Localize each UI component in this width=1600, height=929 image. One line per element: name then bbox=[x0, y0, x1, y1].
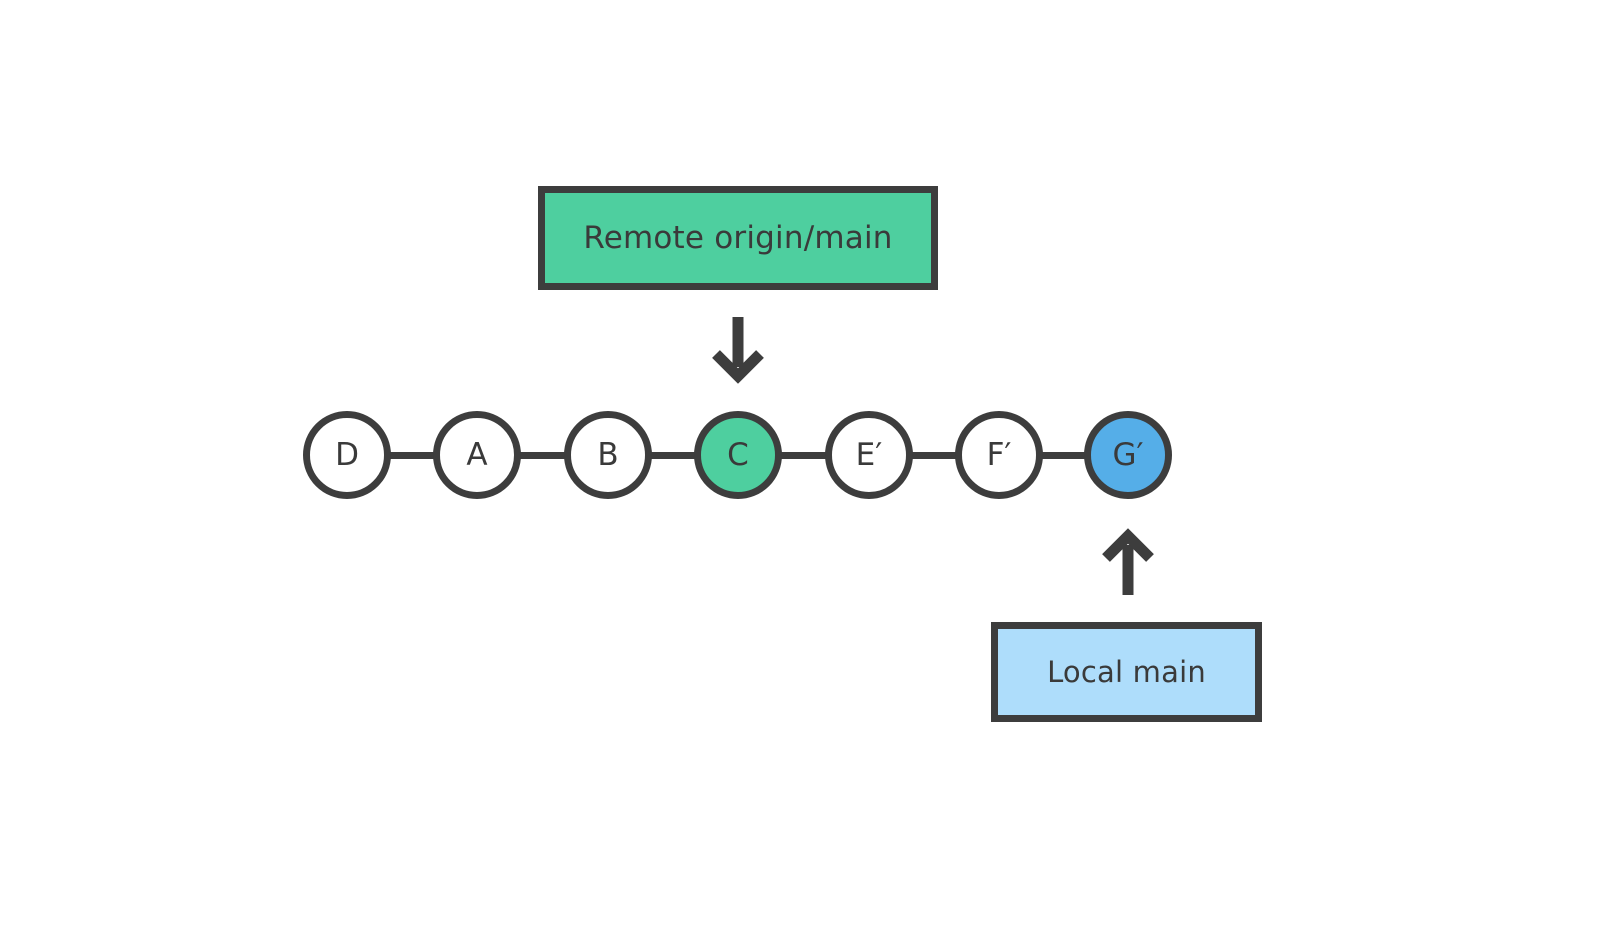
remote-origin-main-label-text: Remote origin/main bbox=[583, 220, 893, 256]
commit-node-a[interactable]: A bbox=[433, 411, 521, 499]
commit-node-f-prime[interactable]: F′ bbox=[955, 411, 1043, 499]
commit-node-a-label: A bbox=[466, 437, 488, 473]
commit-node-e-prime-label: E′ bbox=[855, 437, 883, 473]
remote-origin-main-label-box: Remote origin/main bbox=[538, 186, 938, 290]
edge-b-c bbox=[646, 452, 706, 459]
commit-node-d-label: D bbox=[335, 437, 359, 473]
edge-e-f bbox=[907, 452, 967, 459]
commit-node-e-prime[interactable]: E′ bbox=[825, 411, 913, 499]
commit-node-c-label: C bbox=[727, 437, 749, 473]
commit-node-f-prime-label: F′ bbox=[986, 437, 1012, 473]
commit-node-b-label: B bbox=[597, 437, 619, 473]
arrow-up-icon bbox=[1102, 528, 1154, 595]
edge-a-b bbox=[516, 452, 576, 459]
edge-d-a bbox=[385, 452, 445, 459]
commit-node-c[interactable]: C bbox=[694, 411, 782, 499]
local-main-label-box: Local main bbox=[991, 622, 1262, 722]
commit-node-g-prime-label: G′ bbox=[1112, 437, 1144, 473]
edge-f-g bbox=[1037, 452, 1097, 459]
arrow-down-icon bbox=[712, 317, 764, 384]
commit-node-d[interactable]: D bbox=[303, 411, 391, 499]
local-main-label-text: Local main bbox=[1047, 655, 1206, 689]
commit-node-b[interactable]: B bbox=[564, 411, 652, 499]
commit-node-g-prime[interactable]: G′ bbox=[1084, 411, 1172, 499]
edge-c-e bbox=[776, 452, 836, 459]
